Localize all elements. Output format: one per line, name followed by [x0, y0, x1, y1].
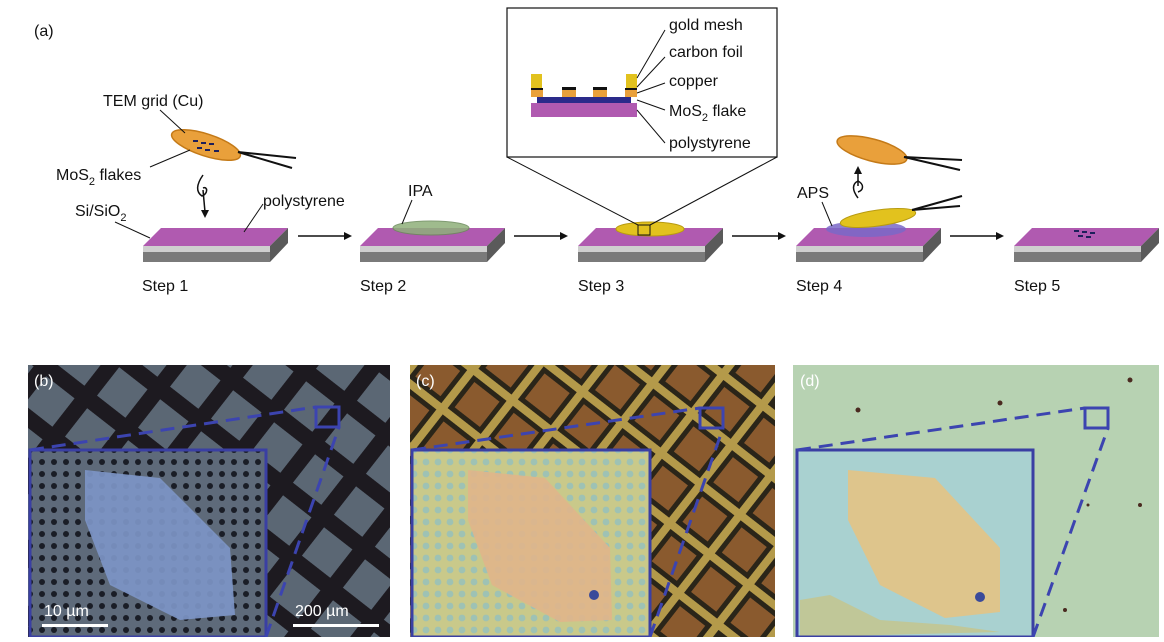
aps-leader — [821, 201, 833, 227]
inset-gold-mesh-label: gold mesh — [669, 17, 743, 34]
inset-carbon-foil-label: carbon foil — [669, 44, 743, 61]
tem-grid-leader — [159, 109, 186, 134]
arrow-step3-to-4 — [732, 232, 786, 240]
panel-b-micrograph — [28, 365, 390, 637]
step3-substrate — [578, 221, 723, 262]
step1-substrate — [143, 228, 288, 262]
arrow-step1-to-2 — [298, 232, 352, 240]
tem-grid-label: TEM grid (Cu) — [103, 93, 203, 110]
step-5-label: Step 5 — [1014, 278, 1060, 295]
ipa-label: IPA — [408, 183, 433, 200]
substrate-leader — [114, 221, 151, 239]
step5-substrate — [1014, 228, 1159, 262]
panel-b-label: (b) — [34, 373, 54, 390]
flip-arrow-step1 — [196, 174, 209, 218]
polystyrene-leader — [243, 203, 264, 233]
step4-substrate — [796, 195, 963, 262]
panel-a-label: (a) — [34, 23, 54, 40]
step-4-label: Step 4 — [796, 278, 842, 295]
mos2-flakes-leader — [149, 149, 191, 168]
panel-d-micrograph — [793, 365, 1159, 637]
arrow-step2-to-3 — [514, 232, 568, 240]
inset-copper-label: copper — [669, 73, 719, 90]
panel-d-label: (d) — [800, 373, 820, 390]
scale-bar-main-label: 200 µm — [295, 603, 349, 620]
step2-substrate — [360, 220, 505, 262]
substrate-label: Si/SiO2 — [75, 203, 126, 224]
aps-label: APS — [797, 185, 829, 202]
arrow-step4-to-5 — [950, 232, 1004, 240]
lifted-tem-grid — [836, 135, 963, 199]
polystyrene-label: polystyrene — [263, 193, 345, 210]
panel-c-label: (c) — [416, 373, 435, 390]
scale-bar-inset-label: 10 µm — [44, 603, 89, 620]
tem-grid-with-tweezers — [170, 128, 297, 169]
inset-mos2-label: MoS2 flake — [669, 103, 746, 124]
zoom-lines — [506, 156, 778, 226]
panel-c-micrograph — [410, 365, 775, 637]
step-3-label: Step 3 — [578, 278, 624, 295]
inset-polystyrene-label: polystyrene — [669, 135, 751, 152]
step-1-label: Step 1 — [142, 278, 188, 295]
layer-inset — [506, 7, 778, 158]
ipa-leader — [401, 199, 413, 225]
mos2-flakes-label: MoS2 flakes — [56, 167, 141, 188]
step-2-label: Step 2 — [360, 278, 406, 295]
